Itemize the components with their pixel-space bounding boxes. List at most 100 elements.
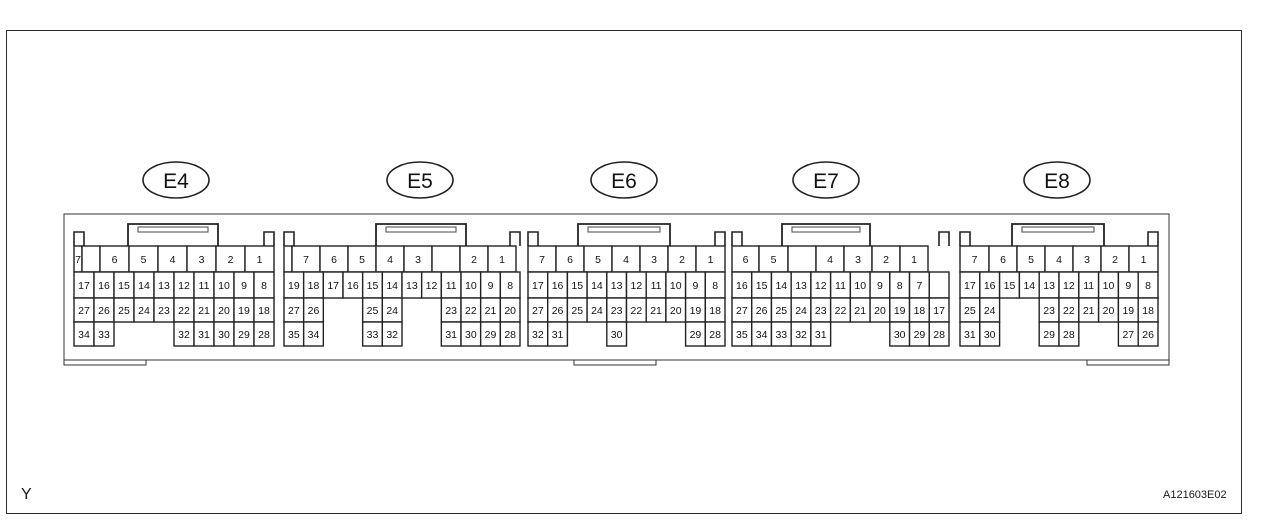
pin-number: 1	[708, 254, 714, 266]
pin-number: 20	[218, 305, 230, 317]
connector-side-tab	[263, 231, 275, 246]
pin-number: 28	[1063, 329, 1075, 341]
pin-number: 25	[367, 305, 379, 317]
connector-label: E5	[407, 170, 433, 193]
pin-number: 14	[386, 280, 398, 292]
connector-label-oval	[590, 161, 658, 199]
pin-number: 5	[1028, 254, 1034, 266]
pin-cell	[928, 271, 950, 299]
pin-number: 16	[736, 280, 748, 292]
pin-number: 22	[178, 305, 190, 317]
pin-number: 12	[631, 280, 643, 292]
pin-number: 34	[756, 329, 768, 341]
pin-cell	[810, 321, 832, 347]
pin-number: 19	[238, 305, 250, 317]
pin-number: 9	[693, 280, 699, 292]
pin-number: 5	[141, 254, 147, 266]
pin-cell	[639, 245, 669, 273]
connector-label-oval	[1023, 161, 1091, 199]
pin-number: 32	[795, 329, 807, 341]
housing-foot	[1086, 359, 1170, 366]
pin-number: 6	[1000, 254, 1006, 266]
pin-number: 23	[158, 305, 170, 317]
pin-number: 35	[736, 329, 748, 341]
pin-cell	[1016, 245, 1046, 273]
pin-number: 23	[1043, 305, 1055, 317]
pin-number: 32	[532, 329, 544, 341]
pin-number: 27	[288, 305, 300, 317]
pin-number: 5	[595, 254, 601, 266]
pin-number: 14	[138, 280, 150, 292]
pin-number: 8	[897, 280, 903, 292]
pin-number: 10	[465, 280, 477, 292]
connector-latch	[781, 223, 871, 246]
pin-number: 3	[199, 254, 205, 266]
pin-number: 33	[367, 329, 379, 341]
pin-number: 12	[815, 280, 827, 292]
pin-number: 21	[854, 305, 866, 317]
pin-number: 27	[1122, 329, 1134, 341]
figure-frame	[6, 30, 1242, 514]
pin-cell	[302, 321, 325, 347]
pin-cell	[787, 245, 817, 273]
latch-slot	[385, 226, 457, 233]
pin-cell	[695, 245, 726, 273]
pin-number: 7	[972, 254, 978, 266]
figure-id: A121603E02	[1163, 489, 1227, 501]
pin-cell	[381, 321, 403, 347]
pin-number: 9	[241, 280, 247, 292]
connector-label: E6	[611, 170, 637, 193]
pin-number: 17	[532, 280, 544, 292]
pin-number: 17	[78, 280, 90, 292]
pin-number: 31	[445, 329, 457, 341]
pin-number: 31	[552, 329, 564, 341]
pin-cell	[128, 245, 159, 273]
pin-cell	[928, 321, 950, 347]
pin-cell	[979, 321, 1001, 347]
pin-number: 23	[445, 305, 457, 317]
pin-number: 31	[815, 329, 827, 341]
connector-side-tab	[527, 231, 539, 246]
pin-number: 22	[465, 305, 477, 317]
pin-number: 13	[795, 280, 807, 292]
pin-number: 4	[387, 254, 393, 266]
pin-number: 4	[623, 254, 629, 266]
pin-number: 17	[964, 280, 976, 292]
housing-foot	[63, 359, 147, 366]
pin-number: 12	[178, 280, 190, 292]
pin-number: 9	[877, 280, 883, 292]
pin-number: 31	[198, 329, 210, 341]
pin-number: 19	[288, 280, 300, 292]
pin-cell	[93, 321, 115, 347]
pin-number: 20	[504, 305, 516, 317]
pin-number: 25	[571, 305, 583, 317]
pin-number: 26	[756, 305, 768, 317]
pin-number: 18	[1142, 305, 1154, 317]
pin-number: 4	[827, 254, 833, 266]
pin-number: 3	[855, 254, 861, 266]
pin-number: 2	[228, 254, 234, 266]
pin-number: 3	[415, 254, 421, 266]
pin-number: 25	[964, 305, 976, 317]
connector-label-oval	[142, 161, 210, 199]
pin-cell	[1137, 321, 1159, 347]
pin-number: 21	[1083, 305, 1095, 317]
pin-number: 24	[138, 305, 150, 317]
pin-number: 6	[567, 254, 573, 266]
pin-number: 28	[258, 329, 270, 341]
pin-number: 2	[679, 254, 685, 266]
pin-cell	[157, 245, 188, 273]
connector-label-oval	[386, 161, 454, 199]
pin-number: 26	[552, 305, 564, 317]
connector-side-tab	[509, 231, 521, 246]
view-letter: Y	[21, 486, 32, 503]
pin-number: 18	[709, 305, 721, 317]
pin-number: 21	[198, 305, 210, 317]
connector-side-tab	[959, 231, 971, 246]
pin-number: 11	[835, 280, 846, 292]
connector-label: E8	[1044, 170, 1070, 193]
pin-number: 6	[112, 254, 118, 266]
pin-cell	[253, 321, 275, 347]
